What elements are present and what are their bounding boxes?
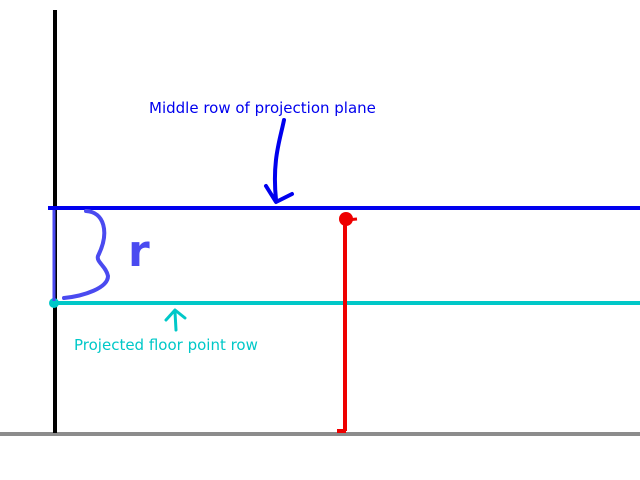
middle-row-label: Middle row of projection plane: [149, 99, 376, 117]
red-projection-dot-tail: [345, 217, 358, 222]
floor-row-label: Projected floor point row: [74, 336, 258, 354]
r-curly-brace: [62, 209, 110, 300]
middle-row-arrow-icon: [264, 118, 294, 204]
floor-row-arrow-icon: [164, 308, 187, 332]
r-label: r: [128, 226, 150, 277]
floor-point-row-dot: [49, 298, 59, 308]
